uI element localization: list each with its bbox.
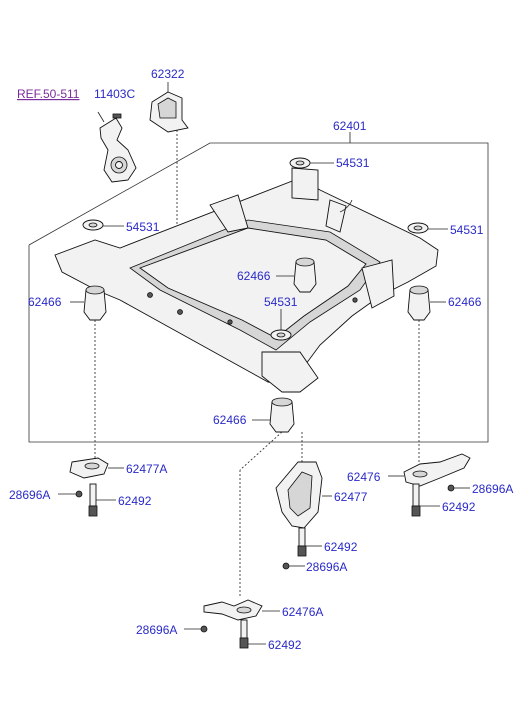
label-62401[interactable]: 62401 <box>333 119 367 133</box>
label-62492-right[interactable]: 62492 <box>442 500 476 514</box>
label-54531-right[interactable]: 54531 <box>450 223 484 237</box>
label-62466-center[interactable]: 62466 <box>237 269 271 283</box>
label-62492-left[interactable]: 62492 <box>118 494 152 508</box>
label-28696A-center[interactable]: 28696A <box>306 560 347 574</box>
mount-collars <box>82 157 448 341</box>
assembly-frame <box>28 132 489 443</box>
label-62322[interactable]: 62322 <box>151 67 185 81</box>
ref-50-511-link[interactable]: REF.50-511 <box>17 87 80 101</box>
label-62466-left[interactable]: 62466 <box>28 295 62 309</box>
label-62492-center[interactable]: 62492 <box>324 540 358 554</box>
part-number-labels: 11403C 62322 62401 54531 54531 54531 545… <box>9 67 513 652</box>
label-62477[interactable]: 62477 <box>334 490 368 504</box>
label-62476A[interactable]: 62476A <box>282 605 323 619</box>
bracket-62322 <box>149 82 189 318</box>
bracket-62476 <box>388 453 471 517</box>
label-54531-top[interactable]: 54531 <box>336 156 370 170</box>
label-62492-bottom[interactable]: 62492 <box>268 638 302 652</box>
label-62476[interactable]: 62476 <box>347 470 381 484</box>
label-54531-left[interactable]: 54531 <box>126 220 160 234</box>
bushings <box>70 257 446 433</box>
knuckle-reference-part <box>97 111 137 183</box>
bracket-62477A <box>58 457 124 517</box>
label-62466-lower[interactable]: 62466 <box>213 413 247 427</box>
label-28696A-left[interactable]: 28696A <box>9 488 50 502</box>
bracket-62477 <box>275 461 332 570</box>
subframe-crossmember <box>54 167 439 393</box>
label-62466-right[interactable]: 62466 <box>448 295 482 309</box>
label-28696A-bottom[interactable]: 28696A <box>136 623 177 637</box>
label-62477A[interactable]: 62477A <box>126 462 167 476</box>
alignment-lines <box>94 320 420 598</box>
bracket-62476A <box>184 599 280 649</box>
reference-link[interactable]: REF.50-511 <box>17 87 80 101</box>
label-28696A-right[interactable]: 28696A <box>472 482 513 496</box>
label-11403C[interactable]: 11403C <box>94 87 135 101</box>
label-54531-center[interactable]: 54531 <box>264 295 298 309</box>
